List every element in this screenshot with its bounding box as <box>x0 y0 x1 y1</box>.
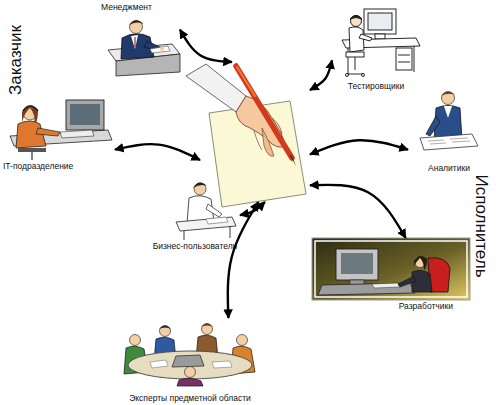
it-department-clipart <box>10 100 112 160</box>
side-label: Исполнитель <box>470 174 490 277</box>
side-label: Заказчик <box>6 25 26 95</box>
developers-clipart <box>312 238 470 300</box>
stakeholder-group: Бизнес-пользователи <box>150 200 240 252</box>
group-label: Эксперты предметной области <box>129 394 251 404</box>
stakeholder-group: Разработчики <box>310 238 475 312</box>
double-arrow <box>310 185 406 238</box>
group-label: Тестировщики <box>348 82 405 92</box>
group-label: Разработчики <box>399 302 453 312</box>
double-arrow <box>228 202 259 318</box>
analysts-clipart <box>420 92 478 151</box>
group-label: Менеджмент <box>101 3 152 13</box>
manager-clipart <box>108 20 180 76</box>
double-arrow <box>115 144 200 160</box>
stakeholder-group: Менеджмент <box>95 3 180 75</box>
stakeholder-group: Тестировщики <box>332 4 420 92</box>
double-arrow <box>310 60 332 90</box>
stakeholder-group: IT-подразделение <box>0 92 115 172</box>
group-label: IT-подразделение <box>3 162 73 172</box>
writing-hand-clipart <box>186 64 306 207</box>
business-users-clipart <box>176 182 236 240</box>
testers-clipart <box>342 9 420 77</box>
group-label: Бизнес-пользователи <box>153 242 238 252</box>
document-node <box>200 62 310 202</box>
stakeholder-group: Аналитики <box>408 84 490 174</box>
double-arrow <box>240 202 265 215</box>
double-arrow <box>180 30 232 62</box>
group-label: Аналитики <box>428 164 470 174</box>
double-arrow <box>310 140 408 154</box>
domain-experts-clipart <box>124 324 255 387</box>
stakeholder-group: Эксперты предметной области <box>110 318 270 404</box>
